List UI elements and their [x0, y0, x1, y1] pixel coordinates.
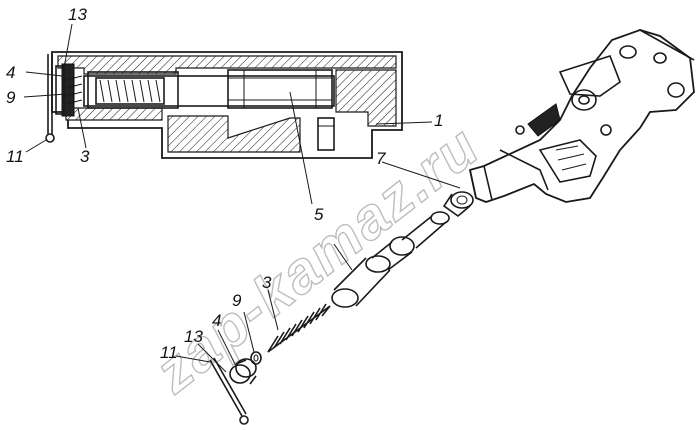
part-5-plunger: [331, 211, 450, 308]
leader-lines-exploded: [175, 243, 353, 373]
label-1: 1: [434, 111, 443, 130]
exploded-parts: [209, 191, 474, 425]
part-11-cotter-pin: [209, 357, 249, 425]
label-3-bottom: 3: [262, 273, 272, 292]
label-4-bottom: 4: [212, 311, 221, 330]
label-13-bottom: 13: [184, 327, 203, 346]
label-13-top: 13: [68, 5, 87, 24]
pump-housing: [468, 29, 695, 203]
part-3-spring: [267, 303, 331, 353]
label-11-top: 11: [6, 147, 24, 166]
part-labels: 13 4 9 11 3 1 7 5 3 9 4 13 11: [6, 5, 443, 362]
label-5: 5: [314, 205, 324, 224]
label-9-top: 9: [6, 88, 16, 107]
label-9-bottom: 9: [232, 291, 242, 310]
leader-lines-section: [23, 23, 461, 205]
part-7-piston: [442, 191, 474, 218]
label-4-top: 4: [6, 63, 15, 82]
label-3-top: 3: [80, 147, 90, 166]
valve-housing-section: [45, 51, 403, 159]
label-11-bottom: 11: [160, 343, 178, 362]
part-9-washer: [250, 351, 262, 365]
part-4-plug: [229, 358, 257, 385]
label-7: 7: [376, 149, 386, 168]
